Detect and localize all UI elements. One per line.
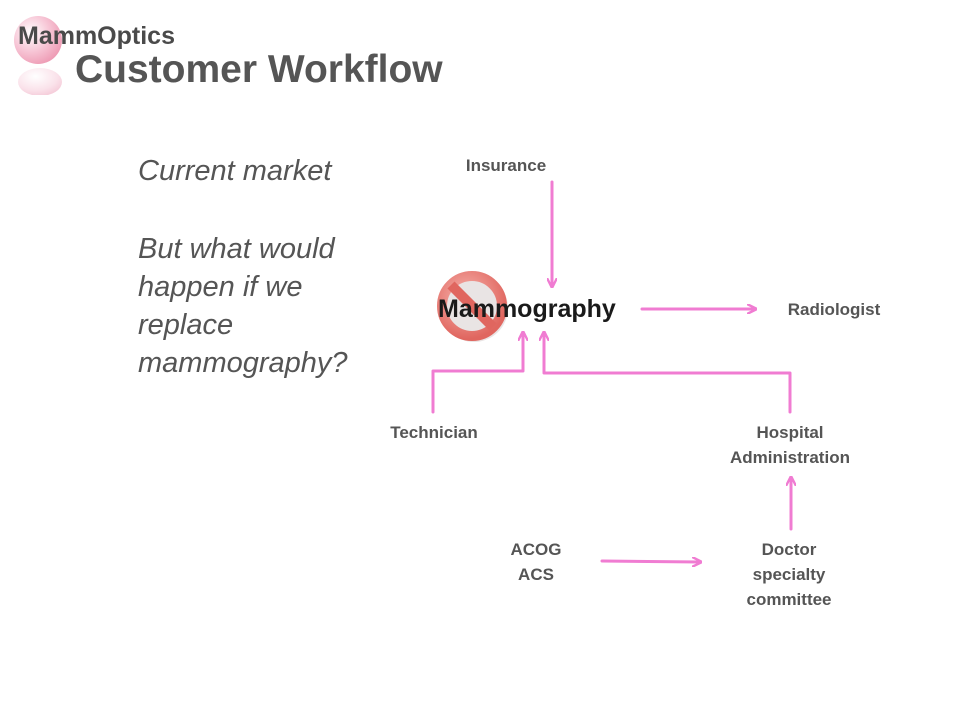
brand-name: MammOptics xyxy=(18,22,175,50)
body-question-line: mammography? xyxy=(138,347,348,379)
node-line: Doctor xyxy=(761,540,817,559)
node-insurance: Insurance xyxy=(465,156,547,175)
node-line: Administration xyxy=(730,448,850,467)
node-line: ACOG xyxy=(510,540,562,559)
node-radiologist: Radiologist xyxy=(787,300,881,319)
node-mammography: Mammography xyxy=(438,295,616,323)
node-line: Hospital xyxy=(756,423,824,442)
arrow-acog-to-doctor xyxy=(600,561,700,562)
body-question: But what would happen if we replace mamm… xyxy=(138,230,348,382)
body-question-line: replace xyxy=(138,309,234,341)
node-line: ACS xyxy=(518,565,554,584)
arrow-technician-to-mammography xyxy=(431,333,523,414)
node-technician: Technician xyxy=(390,423,478,442)
arrow-hospital-to-mammography xyxy=(544,333,792,414)
prohibition-icon xyxy=(437,271,508,342)
body-question-line: happen if we xyxy=(138,271,303,303)
node-doctor-specialty-committee: Doctor specialty committee xyxy=(722,537,856,612)
orb-logo-icon xyxy=(14,16,62,95)
node-line: committee xyxy=(746,590,832,609)
node-line: specialty xyxy=(752,565,826,584)
page-title: Customer Workflow xyxy=(75,48,443,91)
body-line-current-market: Current market xyxy=(138,155,332,187)
node-hospital-administration: Hospital Administration xyxy=(700,420,880,470)
body-question-line: But what would xyxy=(138,233,335,265)
node-acog-acs: ACOG ACS xyxy=(486,537,586,587)
